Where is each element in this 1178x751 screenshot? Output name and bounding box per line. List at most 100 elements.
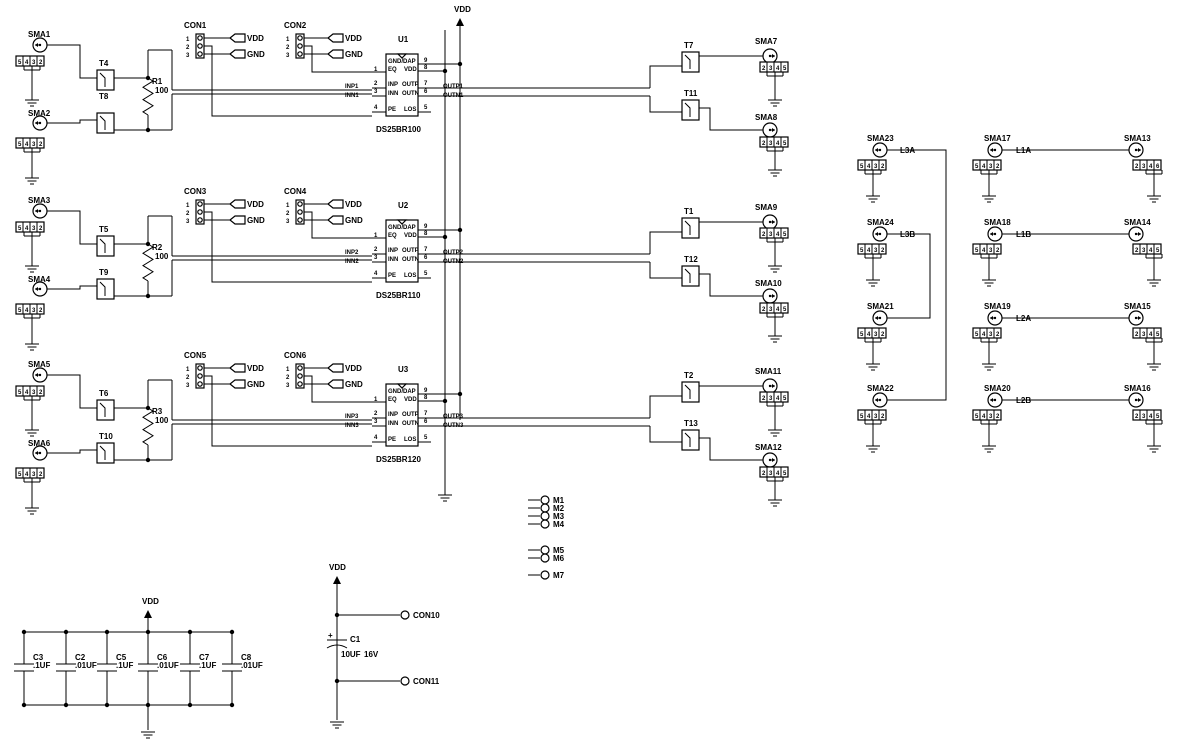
decoupling-cap: C8.01UF [222, 629, 263, 708]
cap-refdes: C7 [199, 653, 210, 662]
resistor-symbol [142, 407, 154, 446]
sma-pin-number: 2 [996, 248, 1000, 254]
mount-hole-icon [540, 553, 550, 563]
connector-pin-number: 2 [286, 211, 290, 217]
mount-label: M3 [553, 512, 565, 521]
connector-pin-number: 3 [286, 383, 290, 389]
ic-pin-number: 1 [374, 67, 378, 73]
sma-pin-number: 2 [39, 472, 43, 478]
transformer-block: T9 [96, 268, 115, 300]
sma-label: SMA3 [28, 196, 51, 205]
ic-pin-name: INP [388, 248, 398, 254]
ic-pin-name: LOS [404, 107, 416, 113]
sma-pin-number: 2 [1135, 332, 1139, 338]
vdd-arrow-icon [333, 576, 341, 584]
line-label: L3B [900, 230, 915, 239]
ground-symbol [25, 507, 39, 515]
net-flag: GND [229, 215, 265, 225]
sma-label: SMA18 [984, 218, 1011, 227]
connector-pin-number: 1 [286, 203, 290, 209]
sma-pin-number: 3 [1142, 414, 1146, 420]
sma-pin-number: 2 [1135, 248, 1139, 254]
transformer-label: T9 [99, 268, 109, 277]
ic-pin-name: VDD [404, 397, 417, 403]
ground-symbol [25, 429, 39, 437]
sma-pin-number: 4 [25, 226, 29, 232]
sma-pin-number: 5 [783, 471, 787, 477]
ic-pin-number: 5 [424, 271, 428, 277]
net-flag: GND [229, 379, 265, 389]
connector-label: CON11 [413, 677, 440, 686]
cap-refdes: C1 [350, 635, 361, 644]
transformer-block: T13 [681, 419, 700, 451]
sma-label: SMA21 [867, 302, 894, 311]
net-flag-label: GND [247, 380, 265, 389]
sma-pin-number: 2 [996, 414, 1000, 420]
ic-pin-name: LOS [404, 273, 416, 279]
sma-label: SMA20 [984, 384, 1011, 393]
ground-symbol [866, 363, 880, 371]
sma-pin-number: 5 [860, 332, 864, 338]
net-flag: GND [327, 379, 363, 389]
sma-pin-number: 4 [776, 232, 780, 238]
net-label-inp: INP1 [345, 84, 359, 90]
cap-value: .1UF [116, 661, 133, 670]
ic-refdes: U2 [398, 201, 409, 210]
ic-pin-number: 3 [374, 419, 378, 425]
transformer-block: T10 [96, 432, 115, 464]
ic-pin-name: GND/DAP [388, 225, 416, 231]
resistor-value: 100 [155, 252, 169, 261]
sma-pin-number: 4 [776, 307, 780, 313]
connector-label: CON2 [284, 21, 307, 30]
sma-pin-number: 4 [867, 248, 871, 254]
ic-pin-name: GND/DAP [388, 389, 416, 395]
net-flag-label: VDD [345, 200, 362, 209]
net-flag: GND [229, 49, 265, 59]
transformer-block: T7 [681, 41, 700, 73]
ground-symbol [982, 445, 996, 453]
sma-label: SMA11 [755, 367, 782, 376]
mount-hole-icon [540, 511, 550, 521]
sma-pin-number: 3 [989, 164, 993, 170]
cap-refdes: C2 [75, 653, 86, 662]
sma-pin-number: 4 [776, 66, 780, 72]
ic-pin-number: 5 [424, 435, 428, 441]
sma-label: SMA13 [1124, 134, 1151, 143]
net-label-outn: OUTN1 [443, 93, 464, 99]
cap-value: .01UF [75, 661, 97, 670]
ic-refdes: U3 [398, 365, 409, 374]
ic-pin-name: OUTP [402, 82, 419, 88]
connector-pin-number: 3 [286, 53, 290, 59]
sma-pin-number: 2 [762, 307, 766, 313]
transformer-label: T7 [684, 41, 694, 50]
connector-pin-number: 3 [186, 219, 190, 225]
power-bus: VDD [438, 5, 471, 502]
transformer-block [96, 112, 115, 134]
ic-pin-number: 8 [424, 231, 428, 237]
sma-pin-number: 4 [867, 414, 871, 420]
ground-symbol [768, 169, 782, 177]
sma-pin-number: 3 [769, 66, 773, 72]
sma-pin-number: 5 [975, 414, 979, 420]
mount-hole-icon [540, 545, 550, 555]
ground-symbol [1147, 279, 1161, 287]
ic-pin-number: 7 [424, 411, 428, 417]
resistor-refdes: R2 [152, 243, 163, 252]
vdd-label: VDD [329, 563, 346, 572]
sma-pin-number: 2 [39, 390, 43, 396]
ground-symbol [768, 265, 782, 273]
ic-pin-name: PE [388, 107, 396, 113]
sma-label: SMA7 [755, 37, 778, 46]
sma-pin-number: 3 [989, 248, 993, 254]
ground-symbol [768, 99, 782, 107]
ic-pin-name: PE [388, 437, 396, 443]
resistor-value: 100 [155, 416, 169, 425]
